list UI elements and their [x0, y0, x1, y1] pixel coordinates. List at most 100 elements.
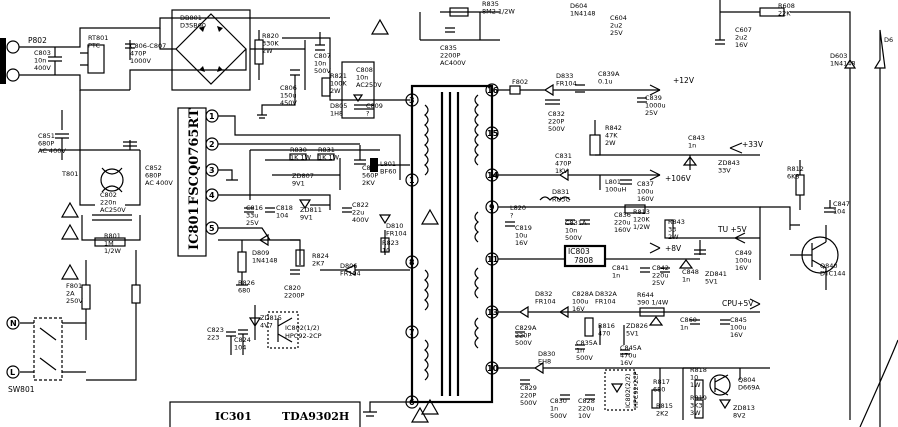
label-c803-value2: 400V	[34, 64, 51, 72]
label-r817-value1: 680	[653, 386, 665, 394]
label-zd815-value1: 4V7	[260, 322, 273, 330]
label-zd826: ZD826	[626, 322, 648, 330]
label-c604-value1: 2u2	[610, 22, 622, 30]
label-c831a: C831A	[565, 219, 587, 227]
label-c839: C839	[645, 94, 662, 102]
label-r801: R801	[104, 232, 121, 240]
label-c831a-value2: 500V	[565, 234, 582, 242]
label-d805-value1: 1H8	[330, 110, 343, 118]
label-c847-value1: 104	[833, 208, 845, 216]
label-c806b-value1: 150u	[280, 92, 297, 100]
label-c819-value1: 10u	[515, 232, 527, 240]
label-d833: D833	[556, 72, 573, 80]
label-c806-value1: 470P	[130, 50, 146, 58]
label-c830: C830	[550, 397, 567, 405]
rail-106v: +106V	[665, 174, 692, 183]
label-r812: R812	[787, 165, 804, 173]
label-r816: R816	[598, 322, 615, 330]
mains-terminal-bottom[interactable]	[6, 68, 20, 82]
label-c817: C817	[362, 164, 379, 172]
label-c848: C848	[682, 268, 699, 276]
rail-33v: +33V	[742, 140, 764, 149]
label-c849: C849	[735, 249, 752, 257]
label-c823-value1: 223	[207, 334, 219, 342]
label-l820: L820	[510, 204, 526, 212]
label-r826: R826	[238, 279, 255, 287]
label-r819-value2: 3W	[690, 409, 701, 417]
label-c831-value2: 1KV	[555, 167, 568, 175]
label-c816-value2: 25V	[246, 219, 259, 227]
label-c819: C819	[515, 224, 532, 232]
label-db801-value1: D3SB60	[180, 22, 206, 30]
label-c829a: C829A	[515, 324, 537, 332]
label-zd811-value1: 9V1	[300, 214, 313, 222]
label-c842-value1: 220u	[652, 272, 669, 280]
label-r826-value1: 680	[238, 287, 250, 295]
label-c822-value2: 400V	[352, 216, 369, 224]
label-d6x: D6	[884, 36, 893, 44]
label-ic802a: IC802(1/2)	[285, 324, 319, 332]
label-zd841: ZD841	[705, 270, 727, 278]
label-c835-value1: 2200P	[440, 52, 461, 60]
label-l801b-value1: 100uH	[605, 186, 627, 194]
label-c824-value1: 104	[234, 344, 246, 352]
label-d830: D830	[538, 350, 555, 358]
mains-terminal-top[interactable]	[6, 40, 20, 54]
label-zd815: ZD815	[260, 314, 282, 322]
label-f801-value2: 250V	[66, 297, 83, 305]
label-r823-value1: 10	[382, 247, 390, 255]
label-c816-value1: 33u	[246, 212, 258, 220]
label-zd813-value1: 8V2	[733, 412, 746, 420]
ic801-body	[177, 107, 207, 257]
label-c807-value1: 10n	[314, 60, 326, 68]
label-c830-value1: 1n	[550, 405, 558, 413]
label-c851-value2: AC 400V	[38, 147, 66, 155]
label-c806b: C806	[280, 84, 297, 92]
label-d832: D832	[535, 290, 552, 298]
label-c806b-value2: 450V	[280, 99, 297, 107]
label-r830: R830	[290, 146, 307, 154]
label-zd843: ZD843	[718, 159, 740, 167]
label-c842-value2: 25V	[652, 279, 665, 287]
label-c831a-value1: 10n	[565, 227, 577, 235]
label-c817-value1: 560P	[362, 172, 378, 180]
component-labels: C80310n400VRT801PTCDB801D3SB60C806-C8074…	[34, 0, 893, 420]
label-r843-value2: 2W	[668, 233, 679, 241]
label-r824: R824	[312, 252, 329, 260]
label-c828a: C828A	[572, 290, 594, 298]
label-c828-value1: 220u	[578, 405, 595, 413]
label-c841: C841	[612, 264, 629, 272]
label-d809-value1: 1N4148	[252, 257, 278, 265]
label-rt801: RT801	[88, 34, 108, 42]
label-d809: D809	[252, 249, 269, 257]
label-terminal-l: L	[10, 368, 15, 377]
label-c819-value2: 16V	[515, 239, 528, 247]
label-r821-value2: 2W	[330, 87, 341, 95]
label-d806: D806	[340, 262, 357, 270]
label-c828a-value2: 16V	[572, 305, 585, 313]
label-r818-value2: 1W	[690, 381, 701, 389]
t802-pin-1: 1	[409, 176, 415, 185]
label-d832-value1: FR104	[535, 298, 556, 306]
terminal-n[interactable]	[6, 316, 20, 330]
label-rt801-value1: PTC	[88, 42, 101, 50]
label-c817-value2: 2KV	[362, 179, 375, 187]
label-zd841-value1: 5V1	[705, 278, 718, 286]
label-r816-value1: 470	[598, 330, 610, 338]
label-ic803: IC803	[568, 247, 590, 256]
label-c816: C816	[246, 204, 263, 212]
label-r813-value2: 1/2W	[633, 223, 650, 231]
label-c829-value1: 220P	[520, 392, 536, 400]
label-r801-value1: 1M	[104, 240, 114, 248]
label-c851: C851	[38, 132, 55, 140]
label-d810-value1: FR104	[386, 230, 407, 238]
label-q840: Q840	[820, 262, 838, 270]
terminal-l[interactable]	[6, 365, 20, 379]
label-zd811: ZD811	[300, 206, 322, 214]
label-c839a-value1: 0.1u	[598, 78, 612, 86]
label-r835: R835	[482, 0, 499, 8]
rail-tu5v: TU +5V	[717, 225, 748, 234]
label-p802: P802	[28, 36, 47, 45]
label-d830-value1: EH8	[538, 358, 551, 366]
label-c607: C607	[735, 26, 752, 34]
